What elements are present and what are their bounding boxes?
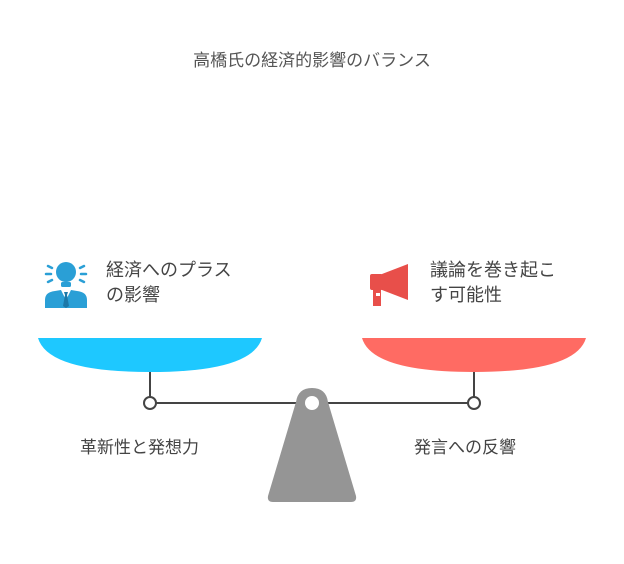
fulcrum [267, 388, 357, 502]
left-pan [38, 338, 262, 372]
diagram-title: 高橋氏の経済的影響のバランス [193, 51, 431, 71]
right-pan-label-line2: す可能性 [430, 285, 502, 306]
right-pan [362, 338, 586, 372]
right-pan-label-line1: 議論を巻き起こ [430, 260, 556, 281]
left-pan-label-line1: 経済へのプラス [106, 260, 232, 281]
person-lightbulb-icon [43, 260, 89, 308]
right-joint [467, 396, 481, 410]
left-bottom-label: 革新性と発想力 [80, 438, 199, 458]
right-bottom-label: 発言への反響 [414, 438, 516, 458]
left-joint [143, 396, 157, 410]
megaphone-icon [368, 262, 414, 308]
right-pan-label: 議論を巻き起こ す可能性 [430, 258, 556, 308]
fulcrum-pivot [305, 396, 319, 410]
left-pan-label: 経済へのプラス の影響 [106, 258, 232, 308]
left-pan-label-line2: の影響 [106, 285, 160, 306]
